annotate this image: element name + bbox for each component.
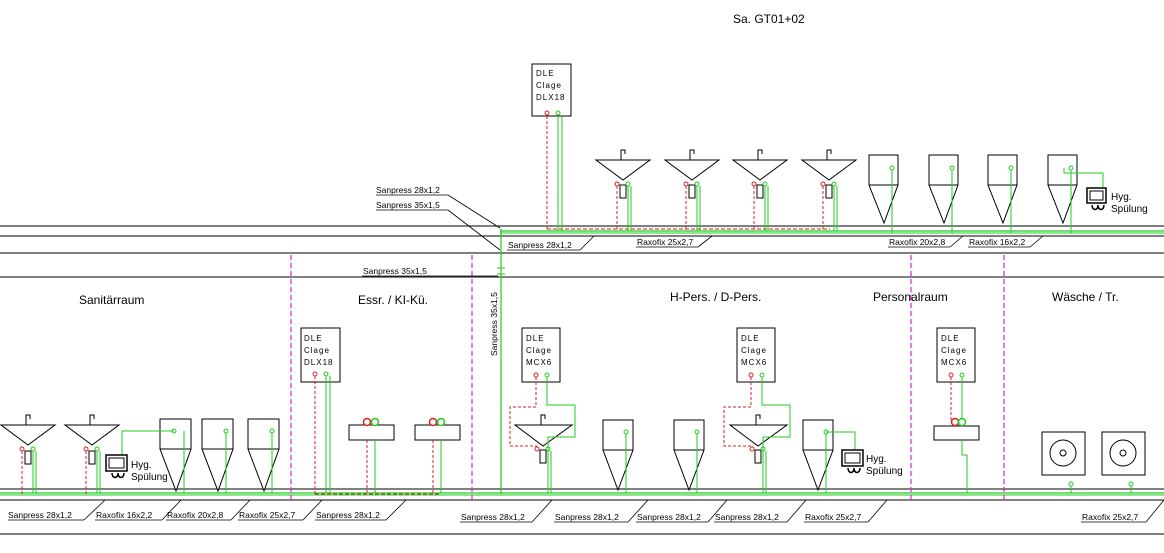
svg-text:Clage: Clage — [941, 346, 967, 355]
room-label: Sanitärraum — [79, 293, 144, 307]
pipe-label: Sanpress 28x1,2 — [316, 510, 380, 520]
upper-basins — [594, 149, 858, 231]
svg-text:MCX6: MCX6 — [941, 358, 967, 367]
pipe-label: Sanpress 28x1,2 — [555, 512, 619, 522]
room-dividers — [290, 255, 1005, 500]
device-dle-upper: DLE Clage DLX18 — [531, 63, 572, 231]
svg-text:DLX18: DLX18 — [536, 93, 565, 102]
lower-basins-sanitaer — [0, 414, 121, 494]
pipe-label: Sanpress 28x1,2 — [461, 512, 525, 522]
svg-text:Clage: Clage — [526, 346, 552, 355]
device-dle-hpers-2: DLE Clage MCX6 — [736, 327, 776, 383]
pipe-label: Sanpress 35x1,5 — [489, 292, 499, 356]
pipe-label: Sanpress 35x1,5 — [363, 266, 427, 276]
lower-toilets-hpers — [602, 419, 856, 493]
hygiene-flush-label: Hyg. — [131, 460, 152, 471]
pipe-label: Sanpress 28x1,2 — [715, 512, 779, 522]
hygiene-flush-icon — [1086, 187, 1107, 211]
pipe-labels — [8, 194, 1164, 523]
pipe-label: Sanpress 28x1,2 — [376, 185, 440, 195]
personal-sink — [933, 377, 980, 493]
lower-floor-lines — [0, 488, 1164, 535]
lower-basins-hpers — [509, 377, 791, 493]
svg-text:DLE: DLE — [526, 334, 545, 343]
hygiene-flush-label: Spülung — [1111, 204, 1148, 215]
hygiene-flush-label: Hyg. — [866, 454, 887, 465]
svg-text:Clage: Clage — [741, 346, 767, 355]
hygiene-flush-label: Spülung — [131, 472, 168, 483]
kitchen-sinks — [348, 417, 461, 494]
lower-toilets-sanitaer — [121, 418, 280, 493]
washing-machines — [1041, 431, 1146, 493]
pipe-label: Sanpress 28x1,2 — [637, 512, 701, 522]
room-label: Personalraum — [873, 290, 948, 304]
svg-text:DLE: DLE — [536, 69, 555, 78]
pipe-label: Raxofix 20x2,8 — [167, 510, 223, 520]
svg-text:DLE: DLE — [941, 334, 960, 343]
pipe-label: Raxofix 25x2,7 — [1082, 512, 1138, 522]
device-dle-hpers-1: DLE Clage MCX6 — [521, 327, 561, 383]
room-label: Essr. / KI-Kü. — [358, 293, 428, 307]
room-label: H-Pers. / D-Pers. — [670, 290, 761, 304]
svg-text:DLE: DLE — [741, 334, 760, 343]
svg-text:DLE: DLE — [304, 334, 323, 343]
pipe-label: Sanpress 35x1,5 — [376, 200, 440, 210]
pipe-label: Raxofix 25x2,7 — [805, 512, 861, 522]
pipe-label: Raxofix 16x2,2 — [96, 510, 152, 520]
pipe-label: Raxofix 16x2,2 — [969, 237, 1025, 247]
hygiene-flush-label: Hyg. — [1111, 192, 1132, 203]
svg-text:MCX6: MCX6 — [741, 358, 767, 367]
upper-toilets — [868, 154, 1104, 233]
svg-text:Clage: Clage — [536, 81, 562, 90]
pipe-label: Sanpress 28x1,2 — [8, 510, 72, 520]
device-dle-personal: DLE Clage MCX6 — [936, 327, 976, 383]
device-dle-essr: DLE Clage DLX18 — [300, 327, 341, 494]
pipe-label: Raxofix 20x2,8 — [889, 237, 945, 247]
hygiene-flush-label: Spülung — [866, 466, 903, 477]
diagram-title: Sa. GT01+02 — [733, 12, 805, 26]
room-label: Wäsche / Tr. — [1052, 290, 1119, 304]
hygiene-flush-icon — [841, 449, 864, 474]
svg-text:Clage: Clage — [304, 346, 330, 355]
pipe-label: Sanpress 28x1,2 — [508, 240, 572, 250]
pipe-label: Raxofix 25x2,7 — [637, 237, 693, 247]
svg-text:DLX18: DLX18 — [304, 358, 333, 367]
hygiene-flush-icon — [105, 454, 128, 479]
pipe-label: Raxofix 25x2,7 — [239, 510, 295, 520]
upper-floor-lines — [0, 225, 1164, 278]
svg-text:MCX6: MCX6 — [526, 358, 552, 367]
